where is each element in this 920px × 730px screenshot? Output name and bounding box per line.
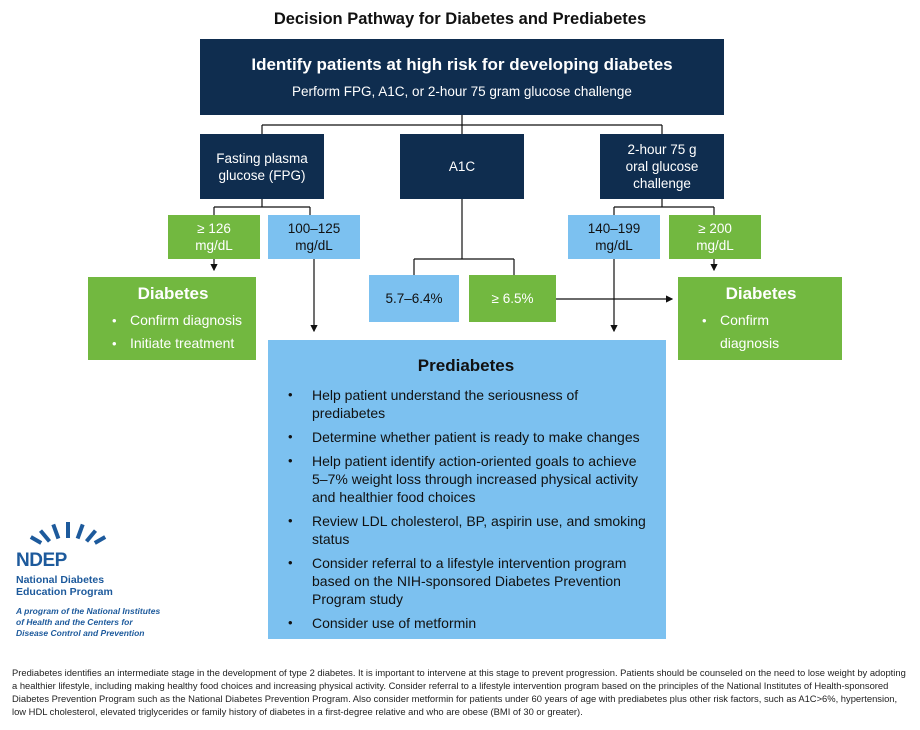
logo-wordmark: NDEP (16, 550, 67, 571)
prediabetes-box: Prediabetes Help patient understand the … (268, 340, 666, 639)
ogtt-label-line1: 2-hour 75 g (627, 142, 697, 157)
ogtt-label-line3: challenge (633, 176, 691, 191)
threshold-unit: mg/dL (696, 238, 734, 253)
threshold-value: 140–199 (587, 221, 641, 236)
list-item: Review LDL cholesterol, BP, aspirin use,… (286, 512, 646, 548)
list-item: Initiate treatment (102, 332, 244, 355)
list-item: Help patient identify action-oriented go… (286, 452, 646, 506)
page-title: Decision Pathway for Diabetes and Predia… (273, 10, 647, 28)
ndep-logo: NDEP National Diabetes Education Program… (16, 520, 176, 639)
threshold-value: 5.7–6.4% (385, 291, 443, 306)
diabetes-box-left: Diabetes Confirm diagnosis Initiate trea… (88, 277, 256, 360)
a1c-prediabetes-threshold: 5.7–6.4% (369, 275, 459, 322)
diabetes-title: Diabetes (137, 284, 209, 303)
ogtt-test-box: 2-hour 75 g oral glucose challenge (600, 134, 724, 199)
ndep-sunburst-icon (29, 522, 107, 545)
logo-name-line1: National Diabetes (16, 574, 105, 586)
list-item: Consider use of metformin (286, 614, 646, 632)
diabetes-box-right: Diabetes Confirm diagnosis Initiate trea… (678, 277, 842, 378)
threshold-unit: mg/dL (195, 238, 233, 253)
list-item: Initiate treatment (692, 355, 830, 378)
logo-tagline-line1: A program of the National Institutes (16, 606, 161, 616)
logo-tagline-line2: of Health and the Centers for (16, 617, 133, 627)
list-item: Help patient understand the seriousness … (286, 386, 646, 422)
list-item: Confirm diagnosis (692, 309, 830, 355)
threshold-value: ≥ 6.5% (491, 291, 534, 306)
a1c-label: A1C (448, 159, 476, 174)
identify-high-risk-box: Identify patients at high risk for devel… (200, 39, 724, 115)
list-item: Consider referral to a lifestyle interve… (286, 554, 646, 608)
list-item: Confirm diagnosis (102, 309, 244, 332)
fpg-test-box: Fasting plasma glucose (FPG) (200, 134, 324, 199)
identify-heading: Identify patients at high risk for devel… (251, 55, 673, 74)
fpg-prediabetes-threshold: 100–125 mg/dL (268, 215, 360, 259)
threshold-unit: mg/dL (595, 238, 633, 253)
a1c-test-box: A1C (400, 134, 524, 199)
threshold-unit: mg/dL (295, 238, 333, 253)
prediabetes-actions-list: Help patient understand the seriousness … (286, 386, 646, 632)
ogtt-diabetes-threshold: ≥ 200 mg/dL (669, 215, 761, 259)
fpg-label-line2: glucose (FPG) (218, 167, 306, 183)
ogtt-prediabetes-threshold: 140–199 mg/dL (568, 215, 660, 259)
fpg-label-line1: Fasting plasma (216, 150, 308, 166)
ogtt-label-line2: oral glucose (625, 159, 699, 174)
logo-program-name: National Diabetes Education Program (16, 574, 176, 598)
fpg-diabetes-threshold: ≥ 126 mg/dL (168, 215, 260, 259)
list-item: Determine whether patient is ready to ma… (286, 428, 646, 446)
threshold-value: 100–125 (287, 221, 341, 236)
footnote-text: Prediabetes identifies an intermediate s… (12, 667, 906, 717)
diabetes-title: Diabetes (725, 284, 797, 303)
threshold-value: ≥ 200 (698, 221, 732, 236)
logo-tagline-line3: Disease Control and Prevention (16, 628, 145, 638)
diabetes-actions-list: Confirm diagnosis Initiate treatment (102, 309, 244, 355)
logo-name-line2: Education Program (16, 586, 113, 598)
logo-tagline: A program of the National Institutes of … (16, 606, 176, 639)
prediabetes-title: Prediabetes (417, 356, 515, 375)
threshold-value: ≥ 126 (197, 221, 231, 236)
diabetes-actions-list: Confirm diagnosis Initiate treatment (692, 309, 830, 378)
identify-subheading: Perform FPG, A1C, or 2-hour 75 gram gluc… (292, 84, 632, 99)
a1c-diabetes-threshold: ≥ 6.5% (469, 275, 556, 322)
